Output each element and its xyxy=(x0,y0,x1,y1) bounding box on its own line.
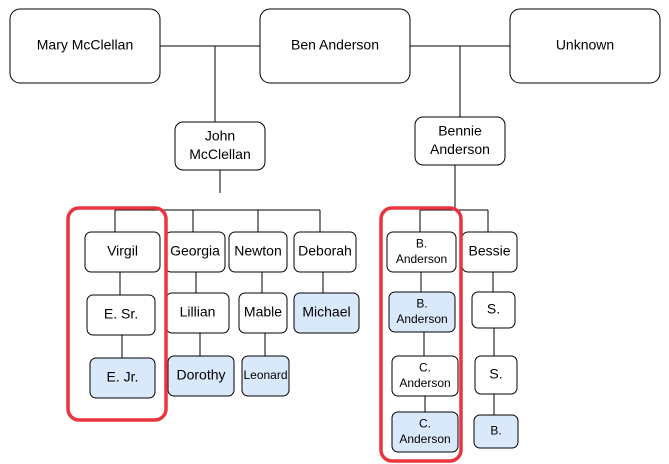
person-node-lillian[interactable]: Lillian xyxy=(165,292,230,334)
node-label: Anderson xyxy=(396,252,447,266)
person-node-canderson1[interactable]: C. Anderson xyxy=(391,355,459,397)
person-node-b[interactable]: B. xyxy=(473,414,519,449)
node-box xyxy=(9,8,161,84)
node-label: McClellan xyxy=(189,146,250,162)
person-node-mary[interactable]: Mary McClellan xyxy=(9,8,161,84)
node-label: Mary McClellan xyxy=(37,37,133,53)
person-node-s1[interactable]: S. xyxy=(471,291,516,329)
node-label: B. xyxy=(416,296,427,310)
node-label: Anderson xyxy=(396,312,447,326)
person-node-newton[interactable]: Newton xyxy=(228,231,288,273)
node-box xyxy=(293,231,357,273)
node-label: Dorothy xyxy=(176,367,225,383)
node-box xyxy=(509,8,661,84)
node-label: S. xyxy=(489,366,502,382)
node-label: S. xyxy=(487,301,500,317)
node-box xyxy=(391,411,459,453)
node-label: Michael xyxy=(302,304,350,320)
node-label: C. xyxy=(419,416,431,430)
person-node-s2[interactable]: S. xyxy=(474,355,518,395)
person-node-banderson1[interactable]: B. Anderson xyxy=(386,231,457,273)
node-box xyxy=(174,121,266,171)
node-box xyxy=(167,355,235,397)
node-box xyxy=(228,231,288,273)
node-box xyxy=(89,357,156,399)
person-node-leonard[interactable]: Leonard xyxy=(241,355,290,397)
node-label: Ben Anderson xyxy=(291,37,379,53)
person-node-esr[interactable]: E. Sr. xyxy=(86,294,156,336)
person-node-mable[interactable]: Mable xyxy=(238,292,288,334)
person-node-michael[interactable]: Michael xyxy=(293,292,360,334)
node-box xyxy=(238,292,288,334)
node-label: C. xyxy=(419,360,431,374)
node-label: E. Jr. xyxy=(107,369,139,385)
node-label: B. xyxy=(416,236,427,250)
node-label: John xyxy=(205,128,235,144)
connector-lines xyxy=(114,45,510,415)
highlight-frame-mcclellan-line xyxy=(66,206,168,422)
node-box xyxy=(391,355,459,397)
node-label: E. Sr. xyxy=(104,306,138,322)
node-label: Mable xyxy=(244,304,282,320)
node-box xyxy=(388,291,456,333)
node-box xyxy=(414,116,506,166)
person-node-georgia[interactable]: Georgia xyxy=(164,231,226,273)
node-label: Leonard xyxy=(243,368,287,382)
node-label: Anderson xyxy=(430,141,490,157)
person-node-ben[interactable]: Ben Anderson xyxy=(259,8,411,84)
node-label: Bennie xyxy=(438,123,482,139)
person-node-canderson2[interactable]: C. Anderson xyxy=(391,411,459,453)
node-label: Unknown xyxy=(556,37,614,53)
node-box xyxy=(473,414,519,449)
node-label: Anderson xyxy=(399,376,450,390)
node-box xyxy=(259,8,411,84)
node-box xyxy=(241,355,290,397)
person-node-dorothy[interactable]: Dorothy xyxy=(167,355,235,397)
node-box xyxy=(84,231,161,273)
node-box xyxy=(293,292,360,334)
node-label: Georgia xyxy=(170,243,220,259)
node-label: Newton xyxy=(234,243,281,259)
person-node-banderson2[interactable]: B. Anderson xyxy=(388,291,456,333)
node-label: Bessie xyxy=(468,243,510,259)
node-label: B. xyxy=(490,424,501,438)
person-node-ejr[interactable]: E. Jr. xyxy=(89,357,156,399)
person-node-virgil[interactable]: Virgil xyxy=(84,231,161,273)
node-label: Deborah xyxy=(298,243,352,259)
highlight-frame-anderson-line xyxy=(379,206,463,463)
node-box xyxy=(386,231,457,273)
node-label: Lillian xyxy=(180,304,216,320)
node-box xyxy=(86,294,156,336)
person-node-deborah[interactable]: Deborah xyxy=(293,231,357,273)
node-label: Virgil xyxy=(107,243,138,259)
node-label: Anderson xyxy=(399,432,450,446)
node-box xyxy=(471,291,516,329)
node-box xyxy=(474,355,518,395)
person-node-bessie[interactable]: Bessie xyxy=(461,231,518,273)
person-node-unknown[interactable]: Unknown xyxy=(509,8,661,84)
